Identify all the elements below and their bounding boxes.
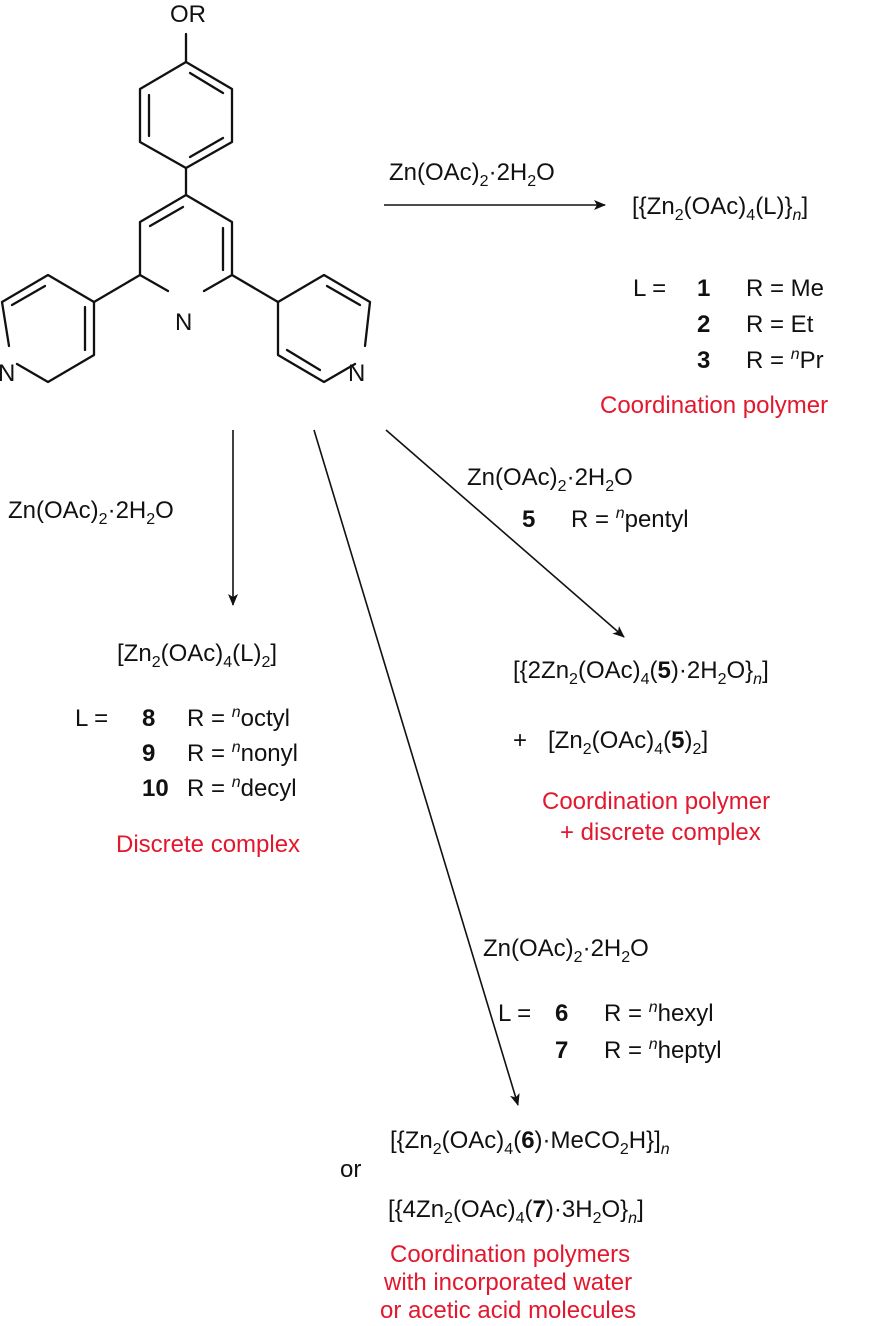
- central-n-atom: N: [175, 309, 192, 336]
- left-row-1-prefix: L =: [75, 705, 108, 732]
- middle-or-word: or: [340, 1156, 361, 1183]
- middle-product-1: [{Zn2(OAc)4(6)·MeCO2H}]n: [390, 1127, 670, 1158]
- left-n-atom: N: [0, 360, 15, 387]
- middle-reagent: Zn(OAc)2·2H2O: [483, 935, 649, 966]
- right-outcome-line-1: Coordination polymer: [542, 788, 770, 815]
- left-row-1-id: 8: [142, 705, 155, 732]
- middle-outcome-line-1: Coordination polymers: [390, 1241, 630, 1268]
- right-product-1: [{2Zn2(OAc)4(5)·2H2O}n]: [513, 657, 769, 688]
- left-row-2-r: R = nnonyl: [187, 739, 298, 767]
- left-row-2-id: 9: [142, 740, 155, 767]
- arrow-middle: [313, 429, 520, 1106]
- top-row-1-r: R = Me: [746, 275, 824, 302]
- top-row-1-id: 1: [697, 275, 710, 302]
- top-row-2-id: 2: [697, 311, 710, 338]
- middle-product-2: [{4Zn2(OAc)4(7)·3H2O}n]: [388, 1196, 644, 1227]
- top-product: [{Zn2(OAc)4(L)}n]: [632, 193, 808, 224]
- left-product: [Zn2(OAc)4(L)2]: [117, 640, 277, 671]
- ligand-structure: [0, 32, 372, 384]
- left-reagent: Zn(OAc)2·2H2O: [8, 497, 174, 528]
- top-row-2-r: R = Et: [746, 311, 814, 338]
- arrow-right: [385, 429, 625, 638]
- right-plus-sign: +: [513, 727, 527, 754]
- middle-row-1-prefix: L =: [498, 1000, 531, 1027]
- left-outcome: Discrete complex: [116, 831, 300, 858]
- middle-row-2-r: R = nheptyl: [604, 1036, 722, 1064]
- middle-outcome-line-3: or acetic acid molecules: [380, 1297, 636, 1324]
- left-row-3-id: 10: [142, 775, 169, 802]
- left-row-1-r: R = noctyl: [187, 704, 290, 732]
- right-row-id: 5: [522, 506, 535, 533]
- left-row-3-r: R = ndecyl: [187, 774, 297, 802]
- right-outcome-line-2: + discrete complex: [560, 819, 761, 846]
- substituent-label: OR: [170, 1, 206, 28]
- middle-row-2-id: 7: [555, 1037, 568, 1064]
- right-product-2: [Zn2(OAc)4(5)2]: [548, 727, 708, 758]
- top-reagent: Zn(OAc)2·2H2O: [389, 159, 555, 190]
- middle-row-1-r: R = nhexyl: [604, 999, 714, 1027]
- middle-row-1-id: 6: [555, 1000, 568, 1027]
- top-row-3-r: R = nPr: [746, 346, 824, 374]
- right-row-r: R = npentyl: [571, 505, 689, 533]
- right-n-atom: N: [348, 360, 365, 387]
- right-reagent: Zn(OAc)2·2H2O: [467, 464, 633, 495]
- middle-outcome-line-2: with incorporated water: [383, 1269, 632, 1296]
- top-row-1-prefix: L =: [633, 275, 666, 302]
- top-outcome: Coordination polymer: [600, 392, 828, 419]
- top-row-3-id: 3: [697, 347, 710, 374]
